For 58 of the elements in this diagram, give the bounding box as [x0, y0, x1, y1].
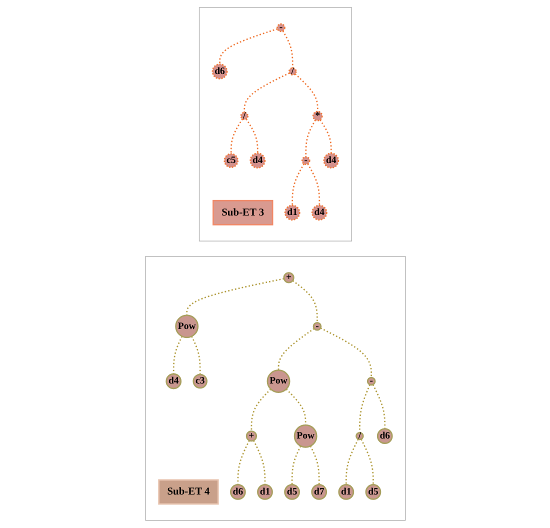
node-circle: d7 [310, 484, 327, 500]
connector [372, 384, 386, 429]
connector [319, 119, 332, 154]
node-circle: + [282, 272, 294, 284]
node-circle: / [240, 112, 248, 120]
cluster [144, 256, 406, 521]
connector [250, 388, 271, 432]
connector [290, 446, 301, 485]
node-circle: d1 [338, 484, 354, 500]
connector [292, 280, 318, 323]
connector [306, 163, 320, 206]
node-circle: d6 [376, 428, 392, 444]
node-circle: d1 [284, 204, 300, 221]
node-circle: d1 [256, 484, 272, 500]
node-circle: d5 [284, 484, 300, 500]
connector [218, 28, 278, 64]
node-circle: Pow [174, 314, 198, 338]
connector [304, 120, 316, 157]
connector [358, 384, 370, 433]
node-circle: c3 [192, 374, 208, 389]
node-circle: d6 [230, 484, 246, 500]
node-circle: c5 [223, 153, 238, 168]
node-circle: - [366, 376, 376, 386]
node-circle: - [276, 23, 285, 32]
node-circle: Pow [293, 424, 317, 448]
node-circle: - [312, 322, 322, 331]
connector [230, 118, 243, 154]
node-circle: * [312, 110, 322, 122]
node-box: Sub-ET 4 [158, 479, 218, 505]
node-circle: d4 [322, 152, 339, 169]
connector [360, 438, 374, 485]
connector [252, 440, 266, 485]
connector [285, 388, 306, 426]
node-circle: / [288, 67, 296, 76]
node-circle: - [300, 156, 310, 166]
node-circle: d6 [211, 64, 228, 80]
connector [320, 327, 372, 378]
node-circle: + [245, 430, 257, 442]
node-circle: d4 [165, 373, 182, 390]
node-circle: d5 [364, 484, 381, 500]
cluster [198, 7, 352, 242]
connector [345, 438, 358, 485]
node-circle: / [355, 432, 364, 440]
node-box: Sub-ET 3 [212, 200, 273, 226]
connector [282, 30, 293, 68]
connector [236, 440, 250, 485]
connector [291, 163, 304, 206]
connector [309, 446, 320, 485]
connector [172, 336, 182, 374]
connector [186, 278, 284, 316]
connector [277, 328, 314, 370]
connector [245, 118, 258, 154]
connector [190, 336, 200, 375]
connector [294, 73, 318, 112]
connector [243, 72, 290, 113]
node-circle: d4 [249, 152, 266, 169]
node-circle: d4 [310, 204, 327, 221]
node-circle: Pow [266, 370, 290, 393]
